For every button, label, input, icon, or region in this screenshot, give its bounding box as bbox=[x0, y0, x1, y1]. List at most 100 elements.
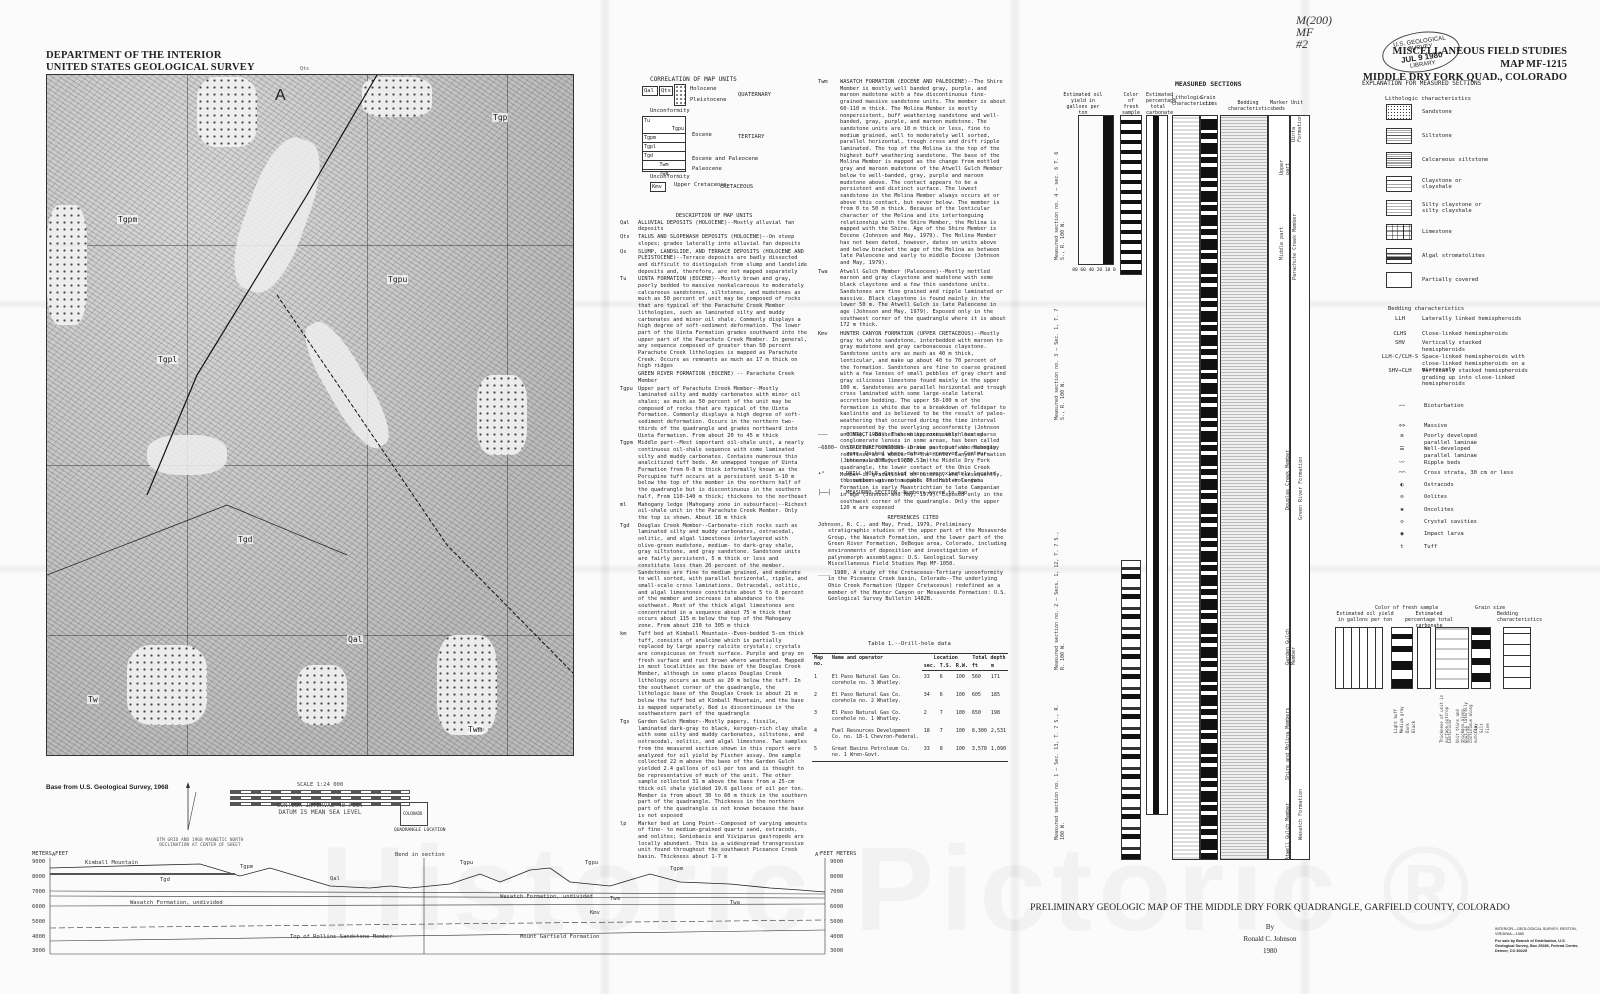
talus-deposit bbox=[47, 205, 87, 325]
svg-text:Tgpu: Tgpu bbox=[460, 860, 473, 866]
map-symbols-legend: ———CONTACT--Dashed where approximately l… bbox=[818, 432, 1008, 503]
department-name: DEPARTMENT OF THE INTERIOR bbox=[46, 50, 222, 61]
grain-size-column bbox=[1200, 115, 1218, 860]
oil-yield-column bbox=[1078, 115, 1114, 265]
svg-text:7000: 7000 bbox=[830, 889, 843, 895]
scale-bar: SCALE 1:24 000 bbox=[230, 782, 410, 808]
marker-beds-column bbox=[1268, 115, 1290, 860]
carbonate-column bbox=[1146, 115, 1168, 815]
svg-text:A': A' bbox=[815, 852, 822, 858]
svg-text:Qal: Qal bbox=[330, 876, 340, 882]
symbol-contact: ———CONTACT--Dashed where approximately l… bbox=[818, 432, 984, 438]
svg-text:7000: 7000 bbox=[32, 889, 45, 895]
references-cited: REFERENCES CITED Johnson, R. C., and May… bbox=[818, 515, 1007, 603]
legend-algal-stromatolites: Algal stromatolites bbox=[1386, 248, 1485, 264]
geologic-map[interactable]: A Tgp Tgpm Tgpl Tgpu Tgd Qal Twm Tw bbox=[46, 74, 574, 756]
drill-hole-table: Map no. Name and operator Location Total… bbox=[812, 653, 1008, 762]
quadrangle-location-inset: COLORADO bbox=[400, 802, 428, 826]
lithology-column bbox=[1172, 115, 1200, 860]
legend-siltstone: Siltstone bbox=[1386, 128, 1452, 144]
svg-text:8000: 8000 bbox=[32, 874, 45, 880]
talus-deposit bbox=[127, 645, 207, 725]
legend-claystone: Claystone or clayshale bbox=[1386, 176, 1482, 192]
contour-interval-note: CONTOUR INTERVAL 40 FEET DATUM IS MEAN S… bbox=[276, 802, 364, 816]
measured-sections-title: MEASURED SECTIONS bbox=[1175, 80, 1242, 88]
section-title: DESCRIPTION OF MAP UNITS bbox=[675, 213, 753, 219]
sheet-fold bbox=[0, 565, 1600, 573]
valley bbox=[147, 435, 227, 475]
svg-text:Twa: Twa bbox=[730, 900, 740, 906]
unit-column bbox=[1290, 115, 1310, 860]
svg-text:9000: 9000 bbox=[32, 859, 45, 865]
sheet-fold bbox=[1010, 0, 1020, 994]
north-arrow-icon bbox=[186, 782, 197, 831]
legend-silty-claystone: Silty claystone or silty clayshale bbox=[1386, 200, 1492, 216]
legend-bioturbation: ∽∽Bioturbation bbox=[1398, 403, 1464, 409]
author: Ronald C. Johnson bbox=[1243, 935, 1297, 943]
correlation-title: CORRELATION OF MAP UNITS bbox=[650, 76, 737, 83]
svg-text:8000: 8000 bbox=[830, 874, 843, 880]
correlation-chart: Qal Qts Holocene Pleistocene QUATERNARY … bbox=[642, 84, 772, 192]
legend-crystal-cavities: ◇Crystal cavities bbox=[1400, 519, 1477, 525]
map-number: MAP MF-1215 bbox=[1500, 59, 1567, 70]
column-key-diagram: Color of fresh sample Estimated oil yiel… bbox=[1335, 605, 1543, 743]
fault-line bbox=[47, 75, 573, 674]
svg-text:Mount Garfield Formation: Mount Garfield Formation bbox=[520, 934, 599, 940]
handwritten-note: M(200) MF #2 bbox=[1296, 13, 1332, 51]
svg-text:Tgpm: Tgpm bbox=[670, 866, 684, 872]
legend-limestone: Limestone bbox=[1386, 224, 1452, 240]
color-column bbox=[1121, 560, 1141, 860]
svg-text:Tgpm: Tgpm bbox=[240, 864, 254, 870]
svg-text:Tgd: Tgd bbox=[160, 877, 170, 883]
legend-ostracods: ◐Ostracods bbox=[1400, 482, 1454, 488]
svg-text:METERS FEET: METERS FEET bbox=[32, 851, 69, 857]
svg-text:4000: 4000 bbox=[32, 934, 45, 940]
cross-section-a-a-prime: METERS FEET FEET METERS 9000 8000 7000 6… bbox=[30, 846, 860, 956]
talus-deposit bbox=[197, 77, 257, 147]
svg-text:Bend in section: Bend in section bbox=[395, 852, 445, 858]
legend-partially-covered: Partially covered bbox=[1386, 272, 1478, 288]
agency-header: DEPARTMENT OF THE INTERIOR UNITED STATES… bbox=[46, 50, 255, 74]
legend-impact-larva: ◉Impact larva bbox=[1400, 531, 1464, 537]
legend-oncolites: ✱Oncolites bbox=[1400, 507, 1454, 513]
section-endpoint-a: A bbox=[275, 87, 286, 104]
inset-caption: QUADRANGLE LOCATION bbox=[394, 828, 446, 833]
talus-deposit bbox=[477, 375, 527, 455]
legend-calcareous-siltstone: Calcareous siltstone bbox=[1386, 152, 1488, 168]
svg-text:Wasatch Formation, undivided: Wasatch Formation, undivided bbox=[500, 894, 593, 900]
svg-text:A: A bbox=[52, 852, 56, 858]
talus-deposit bbox=[297, 665, 347, 725]
legend-massive: ⋄⋄Massive bbox=[1398, 423, 1448, 429]
map-series-header: MISCELLANEOUS FIELD STUDIES MAP MF-1215 … bbox=[1363, 45, 1567, 84]
year: 1980 bbox=[1263, 947, 1277, 955]
legend-oolites: ⊙Oolites bbox=[1400, 494, 1448, 500]
svg-text:FEET METERS: FEET METERS bbox=[820, 851, 856, 857]
svg-text:6000: 6000 bbox=[32, 904, 45, 910]
map-title: PRELIMINARY GEOLOGIC MAP OF THE MIDDLE D… bbox=[1030, 903, 1510, 913]
legend-cross-strata: ⌒⌒Cross strata, 30 cm or less bbox=[1398, 470, 1514, 476]
base-map-note: Base from U.S. Geological Survey, 1968 bbox=[46, 784, 169, 791]
series-name: MISCELLANEOUS FIELD STUDIES bbox=[1392, 46, 1567, 57]
talus-deposit bbox=[437, 635, 497, 735]
